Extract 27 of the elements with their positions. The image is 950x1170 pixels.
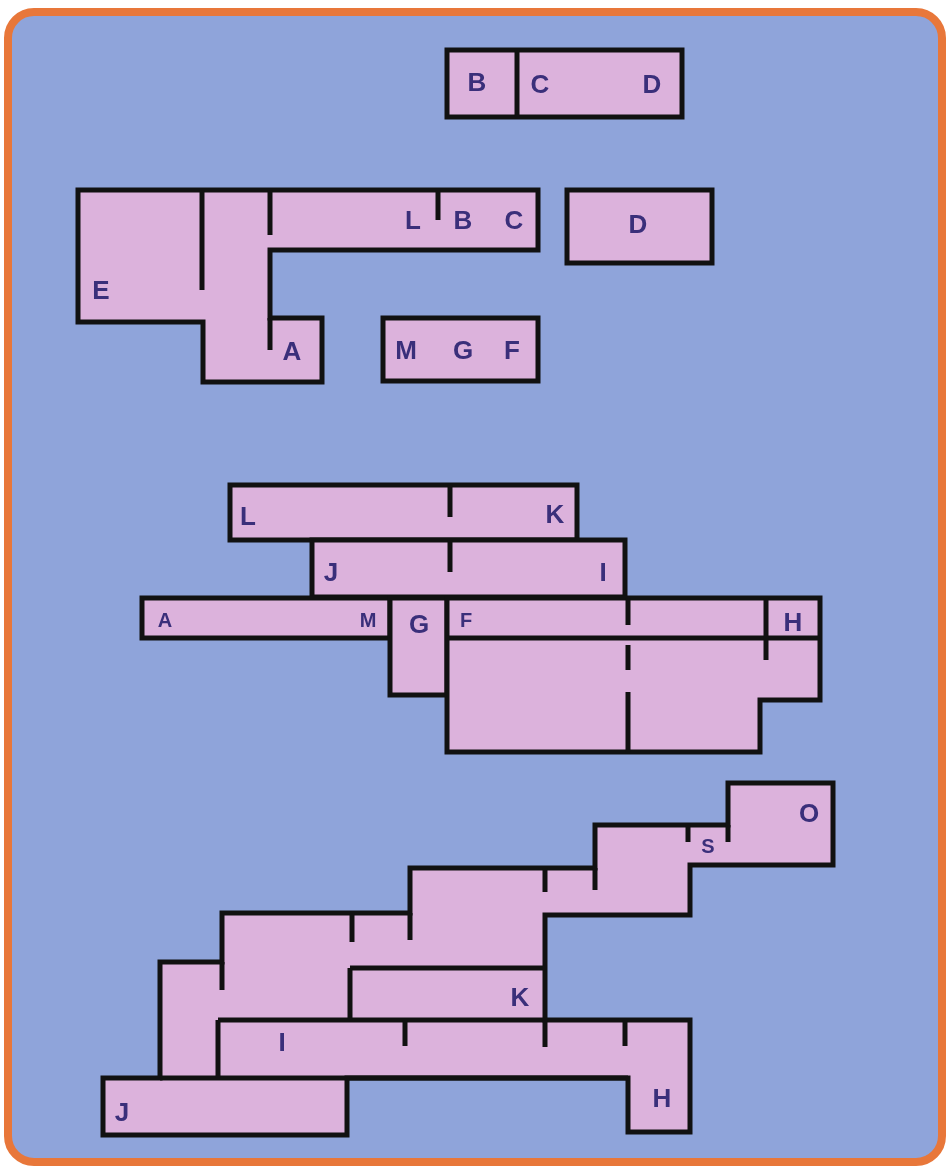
map-label: B (467, 68, 487, 96)
map-label: I (599, 558, 607, 586)
map-label: J (114, 1098, 130, 1126)
map-label: L (405, 206, 421, 234)
map-label: F (459, 608, 473, 633)
map-label: D (642, 70, 662, 98)
map-label: F (504, 336, 520, 364)
map-label: M (395, 336, 417, 364)
map-label: S (701, 834, 715, 859)
map-label: G (452, 336, 474, 364)
map-label: I (278, 1028, 286, 1056)
map-label: L (240, 502, 256, 530)
map-label: J (323, 558, 339, 586)
map-label: B (453, 206, 473, 234)
map-label: C (504, 206, 524, 234)
map-label: G (408, 610, 430, 638)
map-label: O (798, 799, 820, 827)
map-label: A (282, 337, 302, 365)
map-label: K (510, 983, 530, 1011)
map-label: E (92, 276, 110, 304)
map-label: K (545, 500, 565, 528)
map-label: M (359, 608, 377, 633)
map-label: H (652, 1084, 672, 1112)
map-label: D (628, 210, 648, 238)
map-label: A (157, 608, 173, 633)
map-label: H (783, 608, 803, 636)
map-label: C (530, 70, 550, 98)
